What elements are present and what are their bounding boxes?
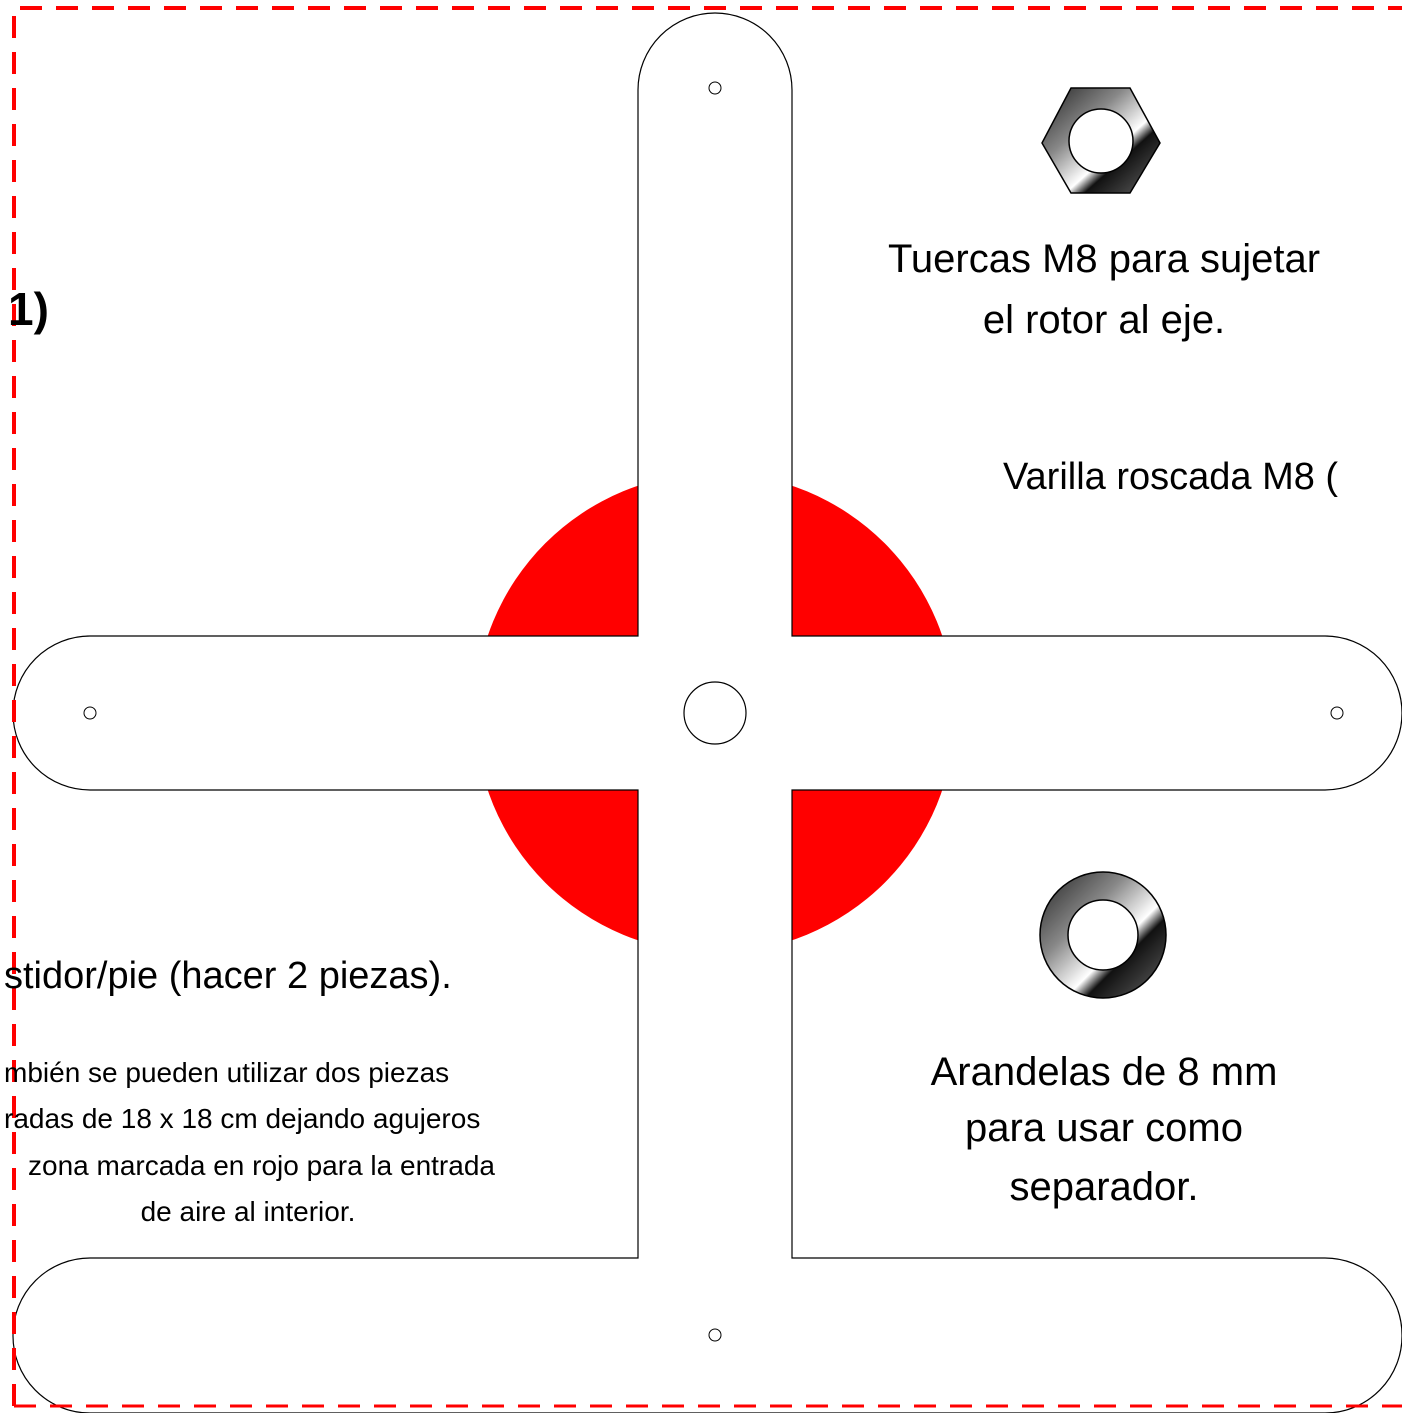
washers-label-line2: para usar como xyxy=(965,1106,1243,1150)
washer-icon xyxy=(1039,871,1167,999)
washers-label-line3: separador. xyxy=(1009,1165,1198,1209)
nuts-label-line1: Tuercas M8 para sujetar xyxy=(888,237,1320,281)
washers-label-line1: Arandelas de 8 mm xyxy=(931,1050,1278,1094)
frame-note-line3: zona marcada en rojo para la entrada xyxy=(28,1150,495,1181)
top-hole xyxy=(708,81,722,95)
hex-nut-icon xyxy=(1041,87,1161,194)
cut-border xyxy=(12,6,1402,1406)
frame-note-line1: mbién se pueden utilizar dos piezas xyxy=(4,1057,449,1088)
left-hole xyxy=(83,706,97,720)
right-hole xyxy=(1330,706,1344,720)
frame-title: stidor/pie (hacer 2 piezas). xyxy=(4,955,452,997)
frame-note-line4: de aire al interior. xyxy=(141,1196,356,1227)
bottom-hole xyxy=(708,1328,722,1342)
rod-label: Varilla roscada M8 ( xyxy=(1003,456,1338,498)
section-number: 1) xyxy=(8,283,49,335)
frame-note-line2: radas de 18 x 18 cm dejando agujeros xyxy=(4,1103,480,1134)
nuts-label-line2: el rotor al eje. xyxy=(983,298,1225,342)
center-axle-hole xyxy=(683,681,747,745)
